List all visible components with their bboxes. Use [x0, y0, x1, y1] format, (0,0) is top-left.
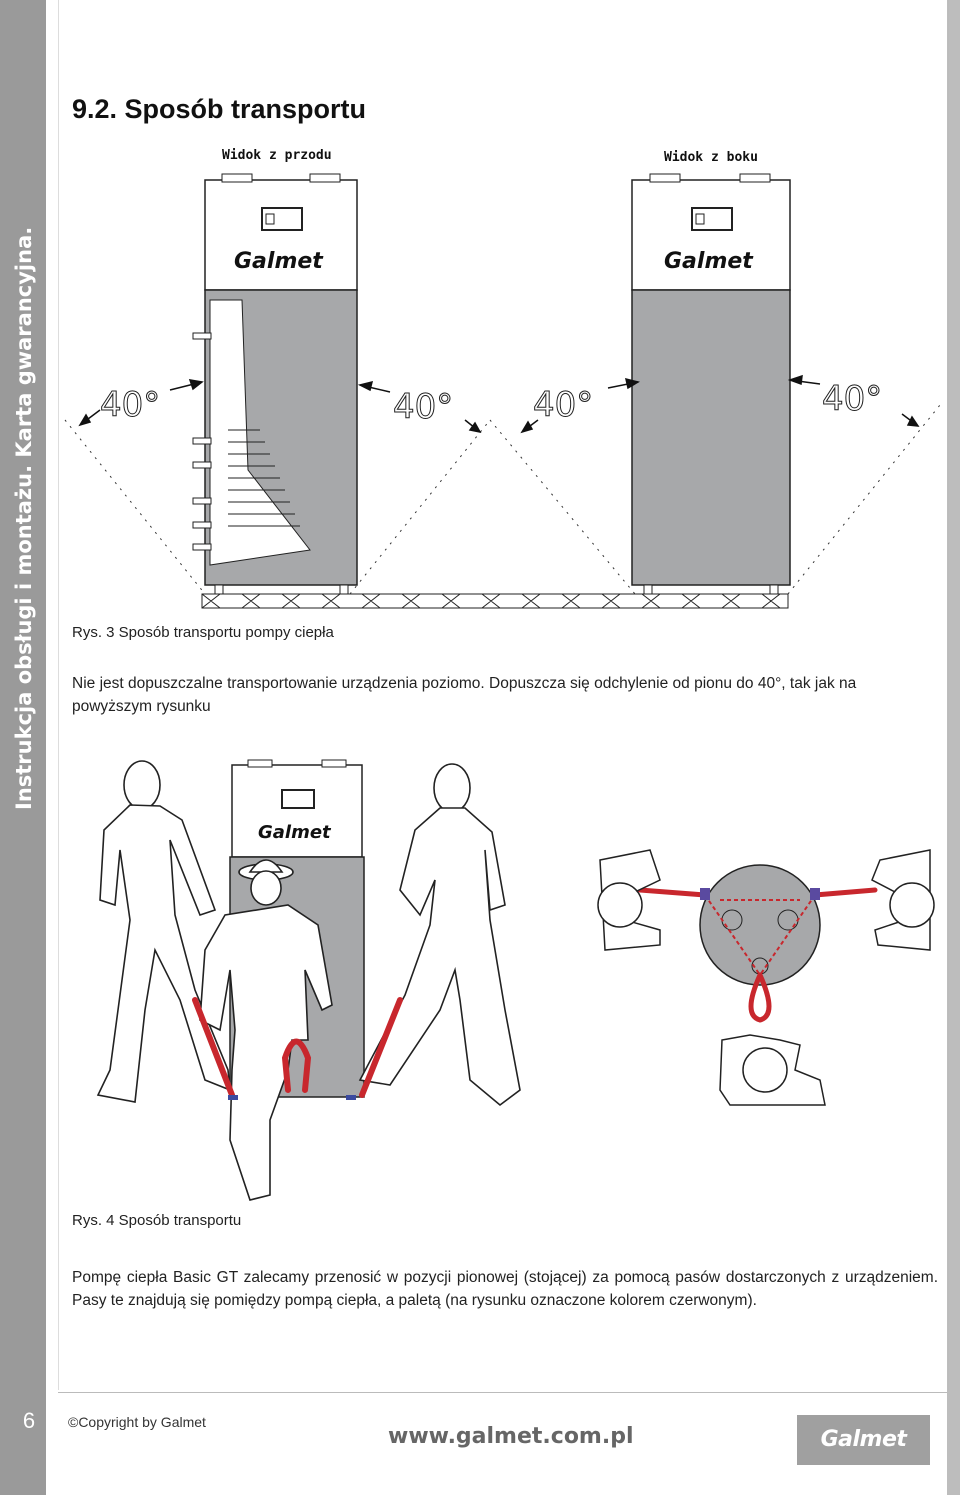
galmet-logo: Galmet	[797, 1415, 930, 1465]
front-view-label: Widok z przodu	[222, 148, 332, 163]
side-unit-drawing	[631, 173, 791, 596]
page-footer	[58, 1392, 947, 1496]
figure2-caption: Rys. 4 Sposób transportu	[72, 1212, 242, 1229]
left-person-figure	[96, 760, 231, 1103]
page-number: 6	[22, 1408, 36, 1433]
center-person-figure	[199, 859, 333, 1201]
logo-text: Galmet	[820, 1427, 907, 1452]
side-view-label: Widok z boku	[664, 150, 758, 165]
paragraph-1: Nie jest dopuszczalne transportowanie ur…	[72, 675, 857, 715]
copyright-text: ©Copyright by Galmet	[68, 1414, 206, 1430]
top-view-drawing	[597, 849, 935, 1106]
website-link[interactable]: www.galmet.com.pl	[388, 1424, 634, 1449]
carried-unit-brand: Galmet	[258, 822, 332, 843]
section-heading: 9.2. Sposób transportu	[72, 94, 367, 124]
angle-label-2: 40°	[393, 387, 453, 427]
sidebar-title: Instrukcja obsługi i montażu. Karta gwar…	[12, 226, 36, 810]
angle-label-1: 40°	[100, 385, 160, 425]
figure1-caption: Rys. 3 Sposób transportu pompy ciepła	[72, 624, 334, 641]
pallet	[201, 593, 789, 609]
angle-label-4: 40°	[822, 379, 882, 419]
angle-labels: 40° 40° 40° 40°	[100, 379, 883, 428]
sidebar-band	[0, 0, 46, 1495]
angle-label-3: 40°	[533, 385, 593, 425]
carrying-straps	[192, 997, 403, 1098]
carrying-method-figure: Galmet	[96, 759, 935, 1201]
content-frame	[58, 0, 949, 1390]
front-unit-brand: Galmet	[234, 249, 324, 274]
transport-angle-figure: Galmet Galmet 40° 40° 40°	[64, 173, 941, 609]
side-unit-brand: Galmet	[664, 249, 754, 274]
strap-feet	[228, 1095, 356, 1100]
angle-arrows	[78, 374, 920, 434]
front-unit-drawing	[192, 173, 358, 596]
right-person-figure	[358, 763, 521, 1107]
right-edge-band	[947, 0, 960, 1495]
tilt-lines	[64, 404, 941, 595]
paragraph-2: Pompę ciepła Basic GT zalecamy przenosić…	[72, 1269, 938, 1309]
